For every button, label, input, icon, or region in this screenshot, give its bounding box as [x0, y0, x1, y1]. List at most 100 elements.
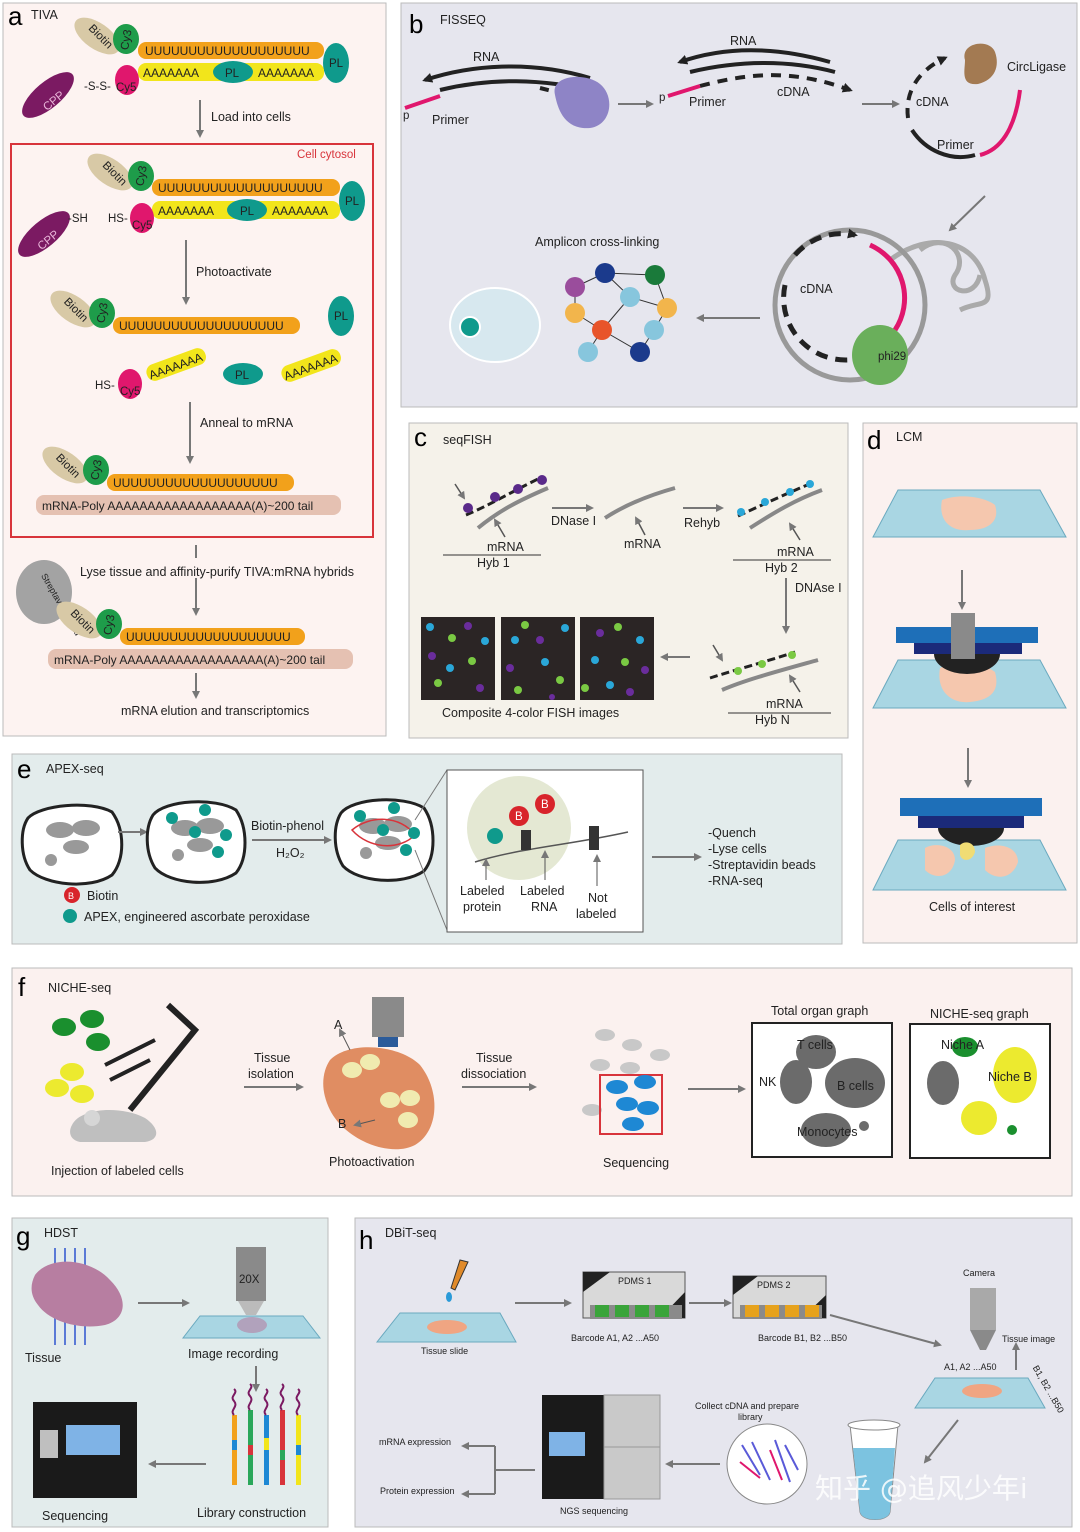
panel-b-fisseq: b FISSEQ RNA p Primer RNA p Primer cDNA …	[400, 2, 1078, 408]
svg-text:mRNA expression: mRNA expression	[379, 1437, 451, 1447]
svg-text:Cy5: Cy5	[120, 386, 140, 398]
apex-step-1: -Quench	[708, 826, 756, 840]
panel-g-title: HDST	[44, 1226, 78, 1240]
svg-text:Cy3: Cy3	[102, 614, 117, 636]
svg-text:PL: PL	[225, 68, 240, 80]
injection-label: Injection of labeled cells	[51, 1164, 184, 1178]
svg-text:mRNA: mRNA	[487, 540, 524, 554]
tiva-photoactivated: Biotin Cy3 UUUUUUUUUUUUUUUUUUU PL AAAAAA…	[50, 290, 354, 399]
svg-text:mRNA: mRNA	[766, 697, 803, 711]
svg-text:-SH: -SH	[68, 213, 88, 225]
svg-text:PL: PL	[334, 311, 349, 323]
svg-text:Labeled: Labeled	[460, 884, 505, 898]
panel-a-letter: a	[8, 1, 23, 31]
panel-h-letter: h	[359, 1225, 373, 1255]
svg-text:Niche B: Niche B	[988, 1070, 1032, 1084]
svg-text:HS-: HS-	[95, 380, 115, 392]
step-anneal: Anneal to mRNA	[200, 416, 294, 430]
svg-text:PL: PL	[329, 58, 344, 70]
panel-e-title: APEX-seq	[46, 762, 104, 776]
svg-text:PDMS 1: PDMS 1	[618, 1276, 652, 1286]
svg-text:cDNA: cDNA	[777, 85, 810, 99]
cell-cytosol-label: Cell cytosol	[297, 149, 356, 161]
svg-text:AAAAAAA: AAAAAAA	[258, 66, 314, 80]
legend-biotin: Biotin	[87, 889, 118, 903]
panel-f-title: NICHE-seq	[48, 981, 111, 995]
svg-text:PDMS 2: PDMS 2	[757, 1280, 791, 1290]
svg-text:UUUUUUUUUUUUUUUUUUU: UUUUUUUUUUUUUUUUUUU	[158, 181, 323, 195]
svg-text:HS-: HS-	[108, 213, 128, 225]
svg-text:A: A	[334, 1018, 343, 1032]
svg-text:Collect cDNA and prepare: Collect cDNA and prepare	[695, 1401, 799, 1411]
svg-text:Cy3: Cy3	[119, 29, 134, 51]
svg-text:PL: PL	[235, 370, 250, 382]
panel-g-hdst: g HDST Tissue 20X Image recording Li	[11, 1217, 329, 1528]
panel-d-letter: d	[867, 425, 881, 455]
svg-text:Cy3: Cy3	[89, 459, 104, 481]
svg-text:NK: NK	[759, 1075, 777, 1089]
watermark: 知乎 @追风少年i	[815, 1472, 1028, 1505]
step-photoactivate: Photoactivate	[196, 265, 272, 279]
svg-text:PL: PL	[345, 196, 360, 208]
svg-text:Library construction: Library construction	[197, 1506, 306, 1520]
panel-c-seqfish: c seqFISH mRNA Hyb 1 DNase I mRNA Rehyb …	[408, 422, 849, 739]
svg-text:isolation: isolation	[248, 1067, 294, 1081]
svg-text:A1, A2 ...A50: A1, A2 ...A50	[944, 1362, 997, 1372]
svg-text:mRNA: mRNA	[624, 537, 661, 551]
panel-c-title: seqFISH	[443, 433, 492, 447]
apex-step-2: -Lyse cells	[708, 842, 767, 856]
svg-text:AAAAAAA: AAAAAAA	[272, 204, 328, 218]
svg-text:Tissue: Tissue	[476, 1051, 512, 1065]
svg-text:AAAAAAA: AAAAAAA	[143, 66, 199, 80]
svg-text:20X: 20X	[239, 1274, 260, 1286]
legend-apex: APEX, engineered ascorbate peroxidase	[84, 910, 310, 924]
svg-text:UUUUUUUUUUUUUUUUUUU: UUUUUUUUUUUUUUUUUUU	[113, 476, 278, 490]
svg-text:Labeled: Labeled	[520, 884, 565, 898]
svg-text:cDNA: cDNA	[916, 95, 949, 109]
svg-text:Monocytes: Monocytes	[797, 1125, 857, 1139]
svg-text:Image recording: Image recording	[188, 1347, 278, 1361]
svg-text:Tissue: Tissue	[25, 1351, 61, 1365]
svg-text:RNA: RNA	[473, 50, 500, 64]
step-load-into-cells: Load into cells	[211, 110, 291, 124]
mrna-polya-tail: mRNA-Poly AAAAAAAAAAAAAAAAAA(A)~200 tail	[42, 499, 313, 513]
svg-text:NGS sequencing: NGS sequencing	[560, 1506, 628, 1516]
tiva-probe-in-cytosol: Biotin Cy3 UUUUUUUUUUUUUUUUUUU PL AAAAAA…	[18, 153, 365, 257]
svg-text:H₂O₂: H₂O₂	[276, 846, 305, 860]
panel-b-letter: b	[409, 9, 423, 39]
panel-b-title: FISSEQ	[440, 13, 486, 27]
svg-text:Sequencing: Sequencing	[42, 1509, 108, 1523]
svg-text:mRNA-Poly AAAAAAAAAAAAAAAAAA(A: mRNA-Poly AAAAAAAAAAAAAAAAAA(A)~200 tail	[54, 653, 325, 667]
svg-text:Barcode A1, A2 ...A50: Barcode A1, A2 ...A50	[571, 1333, 659, 1343]
svg-text:UUUUUUUUUUUUUUUUUUU: UUUUUUUUUUUUUUUUUUU	[126, 630, 291, 644]
tiva-annealed-mrna: Biotin Cy3 UUUUUUUUUUUUUUUUUUU mRNA-Poly…	[36, 446, 341, 515]
svg-text:Cy5: Cy5	[132, 220, 152, 232]
panel-h-title: DBiT-seq	[385, 1226, 436, 1240]
svg-text:Tissue slide: Tissue slide	[421, 1346, 468, 1356]
svg-text:cDNA: cDNA	[800, 282, 833, 296]
panel-a-title: TIVA	[31, 8, 59, 22]
svg-text:B cells: B cells	[837, 1079, 874, 1093]
niche-sequencing-label: Sequencing	[603, 1156, 669, 1170]
svg-text:UUUUUUUUUUUUUUUUUUU: UUUUUUUUUUUUUUUUUUU	[145, 44, 310, 58]
svg-text:UUUUUUUUUUUUUUUUUUU: UUUUUUUUUUUUUUUUUUU	[119, 319, 284, 333]
svg-text:Hyb N: Hyb N	[755, 713, 790, 727]
composite-label: Composite 4-color FISH images	[442, 706, 619, 720]
svg-text:Total organ graph: Total organ graph	[771, 1004, 868, 1018]
step-lyse: Lyse tissue and affinity-purify TIVA:mRN…	[80, 565, 354, 579]
svg-text:labeled: labeled	[576, 907, 616, 921]
svg-text:Hyb 1: Hyb 1	[477, 556, 510, 570]
svg-text:DNase I: DNase I	[551, 514, 596, 528]
apex-step-4: -RNA-seq	[708, 874, 763, 888]
panel-e-apexseq: e APEX-seq Biotin-phenol H₂O₂ B	[11, 753, 843, 945]
svg-text:AAAAAAA: AAAAAAA	[158, 204, 214, 218]
tiva-probe-construct: Biotin Cy3 UUUUUUUUUUUUUUUUUUU PL AAAAAA…	[22, 17, 349, 118]
svg-text:CircLigase: CircLigase	[1007, 60, 1066, 74]
photoactivation-label: Photoactivation	[329, 1155, 415, 1169]
panel-h-dbitseq: h DBiT-seq Tissue slide PDMS 1 Barcode A…	[354, 1217, 1073, 1528]
svg-text:B: B	[68, 891, 74, 901]
panel-d-title: LCM	[896, 430, 922, 444]
svg-text:phi29: phi29	[878, 351, 906, 363]
svg-text:library: library	[738, 1412, 763, 1422]
